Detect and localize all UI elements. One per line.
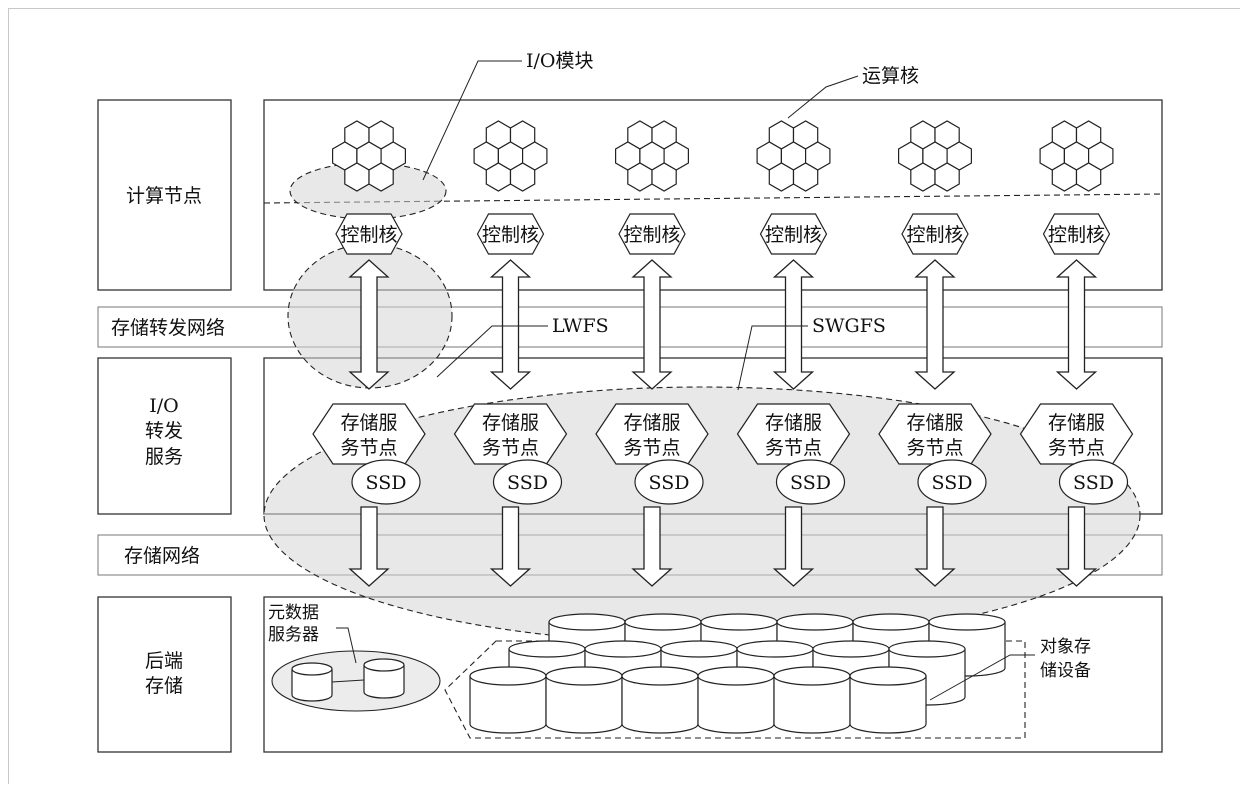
storage-service-label-line1: 存储服	[906, 412, 963, 434]
storage-service-label-line2: 务节点	[765, 437, 822, 459]
ssd-label: SSD	[790, 472, 831, 494]
control-core: 控制核	[902, 214, 968, 254]
ssd: SSD	[777, 460, 845, 504]
metadata-server-2	[364, 659, 404, 698]
object-storage-device	[774, 667, 850, 733]
io-label-line3: 服务	[145, 446, 183, 468]
storage-service-label-line1: 存储服	[482, 412, 539, 434]
backend-label-line1: 后端	[145, 650, 183, 672]
object-storage-label-line2: 储设备	[1040, 661, 1091, 681]
storage-service-label-line2: 务节点	[623, 437, 680, 459]
compute-core-callout: 运算核	[862, 65, 919, 87]
storage-service-label-line1: 存储服	[623, 412, 680, 434]
control-core: 控制核	[336, 214, 402, 254]
ssd-label: SSD	[1073, 472, 1114, 494]
ssd-label: SSD	[366, 472, 407, 494]
control-core-label: 控制核	[1048, 224, 1105, 246]
ssd: SSD	[494, 460, 562, 504]
storage-service-label-line2: 务节点	[1048, 437, 1105, 459]
io-module-callout: I/O模块	[526, 50, 593, 72]
metadata-server-1	[292, 663, 332, 701]
object-storage-device	[698, 667, 774, 733]
backend-label-line2: 存储	[145, 675, 183, 697]
control-core-label: 控制核	[906, 224, 963, 246]
lwfs-callout: LWFS	[552, 315, 609, 337]
storage-service-label-line2: 务节点	[482, 437, 539, 459]
control-core-label: 控制核	[623, 224, 680, 246]
object-storage-device	[850, 667, 926, 733]
storage-network-label: 存储网络	[124, 545, 200, 567]
metadata-label-line2: 服务器	[268, 625, 319, 645]
ssd: SSD	[635, 460, 703, 504]
control-core: 控制核	[478, 214, 544, 254]
ssd-label: SSD	[507, 472, 548, 494]
io-label-line2: 转发	[145, 420, 183, 442]
ssd: SSD	[918, 460, 986, 504]
object-storage-device	[546, 667, 622, 733]
storage-service-label-line2: 务节点	[906, 437, 963, 459]
storage-service-label-line1: 存储服	[765, 412, 822, 434]
ssd-label: SSD	[649, 472, 690, 494]
compute-node-label: 计算节点	[126, 185, 202, 207]
control-core-label: 控制核	[340, 224, 397, 246]
object-storage-label-line1: 对象存	[1040, 637, 1091, 657]
ssd: SSD	[1060, 460, 1128, 504]
ssd-label: SSD	[932, 472, 973, 494]
ssd: SSD	[352, 460, 420, 504]
control-core-label: 控制核	[765, 224, 822, 246]
object-storage-devices	[470, 614, 1005, 733]
forward-network-label: 存储转发网络	[111, 317, 225, 339]
control-core: 控制核	[619, 214, 685, 254]
control-core-label: 控制核	[482, 224, 539, 246]
storage-service-label-line1: 存储服	[1048, 412, 1105, 434]
object-storage-device	[470, 667, 546, 733]
storage-service-label-line2: 务节点	[340, 437, 397, 459]
control-core: 控制核	[761, 214, 827, 254]
swgfs-callout: SWGFS	[812, 315, 886, 337]
forward-network-band	[98, 307, 1162, 347]
control-core: 控制核	[1044, 214, 1110, 254]
io-label-line1: I/O	[149, 395, 178, 417]
storage-service-label-line1: 存储服	[340, 412, 397, 434]
metadata-label-line1: 元数据	[268, 603, 319, 623]
object-storage-device	[622, 667, 698, 733]
